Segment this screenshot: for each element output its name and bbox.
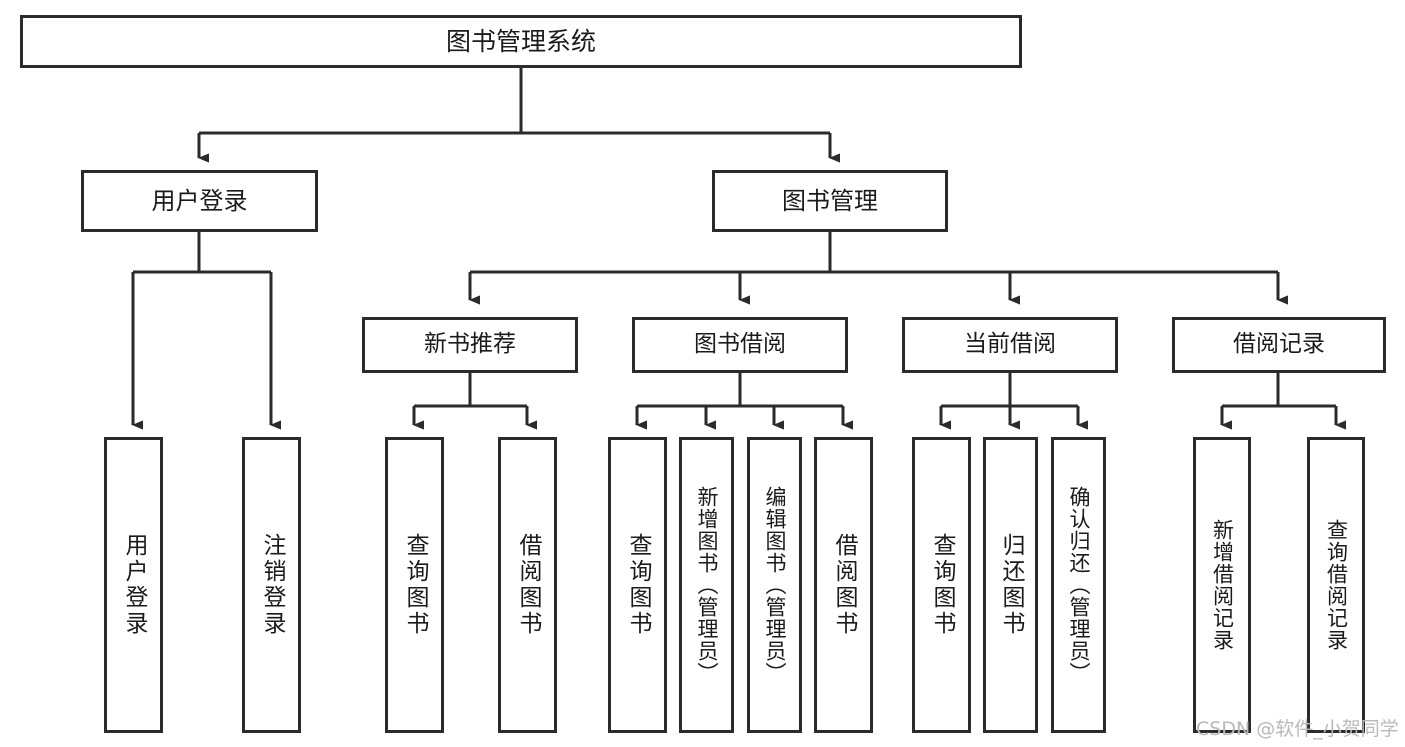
node-leaf-query-book-2-label: 查询图书 bbox=[625, 533, 651, 637]
node-leaf-query-record[interactable]: 查询借阅记录 bbox=[1307, 437, 1365, 733]
node-leaf-borrow-book-2-label: 借阅图书 bbox=[831, 533, 857, 637]
node-leaf-edit-book-label: 编辑图书（管理员） bbox=[763, 486, 787, 684]
node-leaf-add-book[interactable]: 新增图书（管理员） bbox=[679, 437, 734, 733]
node-leaf-return-book-label: 归还图书 bbox=[998, 533, 1024, 637]
node-leaf-user-login[interactable]: 用户登录 bbox=[104, 437, 163, 733]
node-leaf-query-book-2[interactable]: 查询图书 bbox=[608, 437, 667, 733]
node-user-login-label: 用户登录 bbox=[151, 186, 248, 215]
node-leaf-borrow-book-1[interactable]: 借阅图书 bbox=[498, 437, 557, 733]
node-leaf-query-book-1[interactable]: 查询图书 bbox=[385, 437, 444, 733]
node-leaf-return-book[interactable]: 归还图书 bbox=[983, 437, 1038, 733]
node-current-borrow[interactable]: 当前借阅 bbox=[902, 317, 1118, 373]
node-book-management-label: 图书管理 bbox=[782, 186, 878, 215]
node-book-borrow-label: 图书借阅 bbox=[694, 331, 786, 358]
node-book-borrow[interactable]: 图书借阅 bbox=[632, 317, 848, 373]
node-leaf-query-book-3[interactable]: 查询图书 bbox=[912, 437, 971, 733]
node-leaf-confirm-return[interactable]: 确认归还（管理员） bbox=[1051, 437, 1106, 733]
node-leaf-query-record-label: 查询借阅记录 bbox=[1324, 519, 1349, 651]
node-borrow-record[interactable]: 借阅记录 bbox=[1172, 317, 1386, 373]
node-leaf-user-logout-label: 注销登录 bbox=[259, 533, 285, 637]
node-leaf-add-record[interactable]: 新增借阅记录 bbox=[1193, 437, 1251, 733]
node-new-book-recommend-label: 新书推荐 bbox=[424, 331, 516, 358]
node-leaf-user-logout[interactable]: 注销登录 bbox=[242, 437, 301, 733]
node-root-label: 图书管理系统 bbox=[445, 26, 596, 56]
node-leaf-add-record-label: 新增借阅记录 bbox=[1210, 519, 1235, 651]
node-leaf-query-book-3-label: 查询图书 bbox=[929, 533, 955, 637]
node-leaf-confirm-return-label: 确认归还（管理员） bbox=[1067, 486, 1091, 684]
node-leaf-query-book-1-label: 查询图书 bbox=[402, 533, 428, 637]
node-leaf-edit-book[interactable]: 编辑图书（管理员） bbox=[747, 437, 802, 733]
node-current-borrow-label: 当前借阅 bbox=[964, 331, 1056, 358]
node-borrow-record-label: 借阅记录 bbox=[1233, 331, 1325, 358]
node-leaf-add-book-label: 新增图书（管理员） bbox=[695, 486, 719, 684]
node-new-book-recommend[interactable]: 新书推荐 bbox=[362, 317, 578, 373]
node-user-login[interactable]: 用户登录 bbox=[81, 170, 318, 232]
node-leaf-borrow-book-2[interactable]: 借阅图书 bbox=[814, 437, 873, 733]
node-root[interactable]: 图书管理系统 bbox=[20, 15, 1022, 68]
node-leaf-user-login-label: 用户登录 bbox=[121, 533, 147, 637]
node-leaf-borrow-book-1-label: 借阅图书 bbox=[515, 533, 541, 637]
node-book-management[interactable]: 图书管理 bbox=[712, 170, 948, 232]
